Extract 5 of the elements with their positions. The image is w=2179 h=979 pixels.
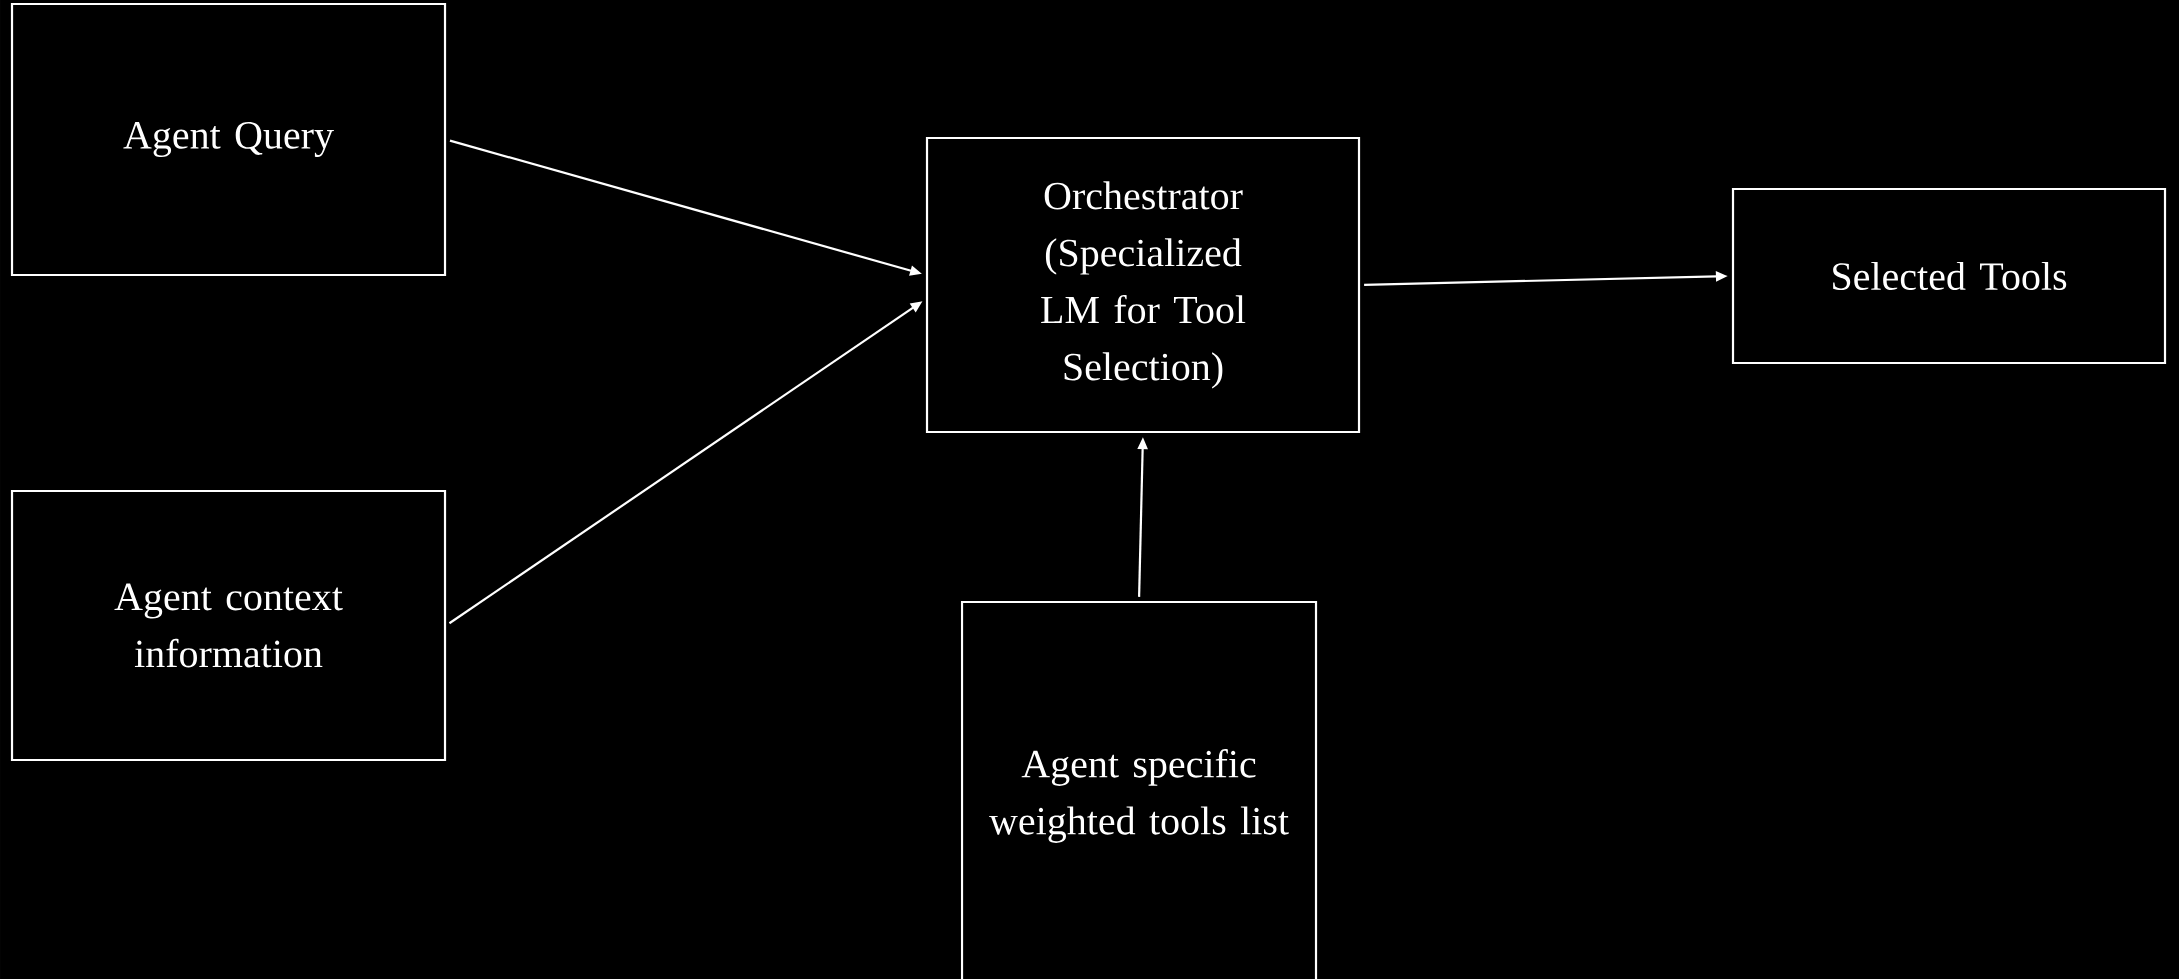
process-box: Orchestrator (Specialized LM for Tool Selection): [925, 136, 1361, 434]
process-box: Agent specific weighted tools list: [960, 600, 1318, 979]
process-box: Selected Tools: [1731, 187, 2167, 365]
process-box: Agent context information: [10, 489, 447, 762]
process-box: Agent Query: [10, 2, 447, 277]
